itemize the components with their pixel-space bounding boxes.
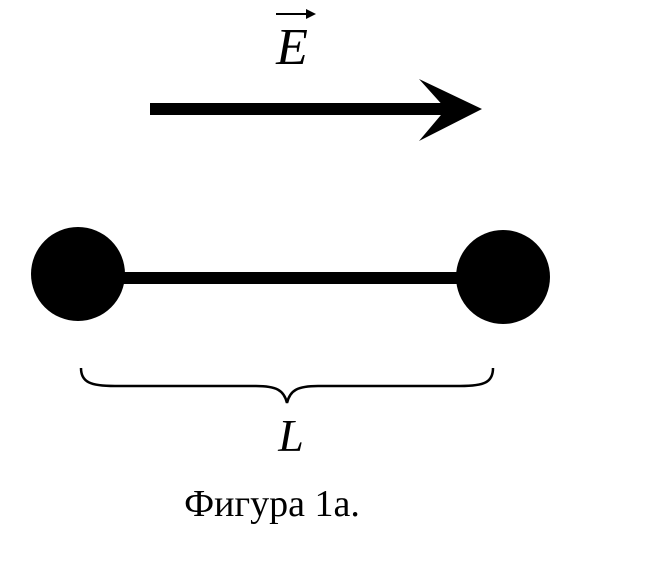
length-label: L xyxy=(277,410,304,461)
field-arrow-head xyxy=(419,79,482,141)
length-brace xyxy=(79,367,495,404)
figure-caption: Фигура 1а. xyxy=(184,483,360,525)
left-charge xyxy=(31,227,125,321)
field-arrow xyxy=(150,79,482,141)
dumbbell xyxy=(31,227,550,324)
field-label: E xyxy=(275,9,316,76)
right-charge xyxy=(456,230,550,324)
field-label-vector-tip xyxy=(306,9,316,19)
field-symbol: E xyxy=(275,19,308,76)
